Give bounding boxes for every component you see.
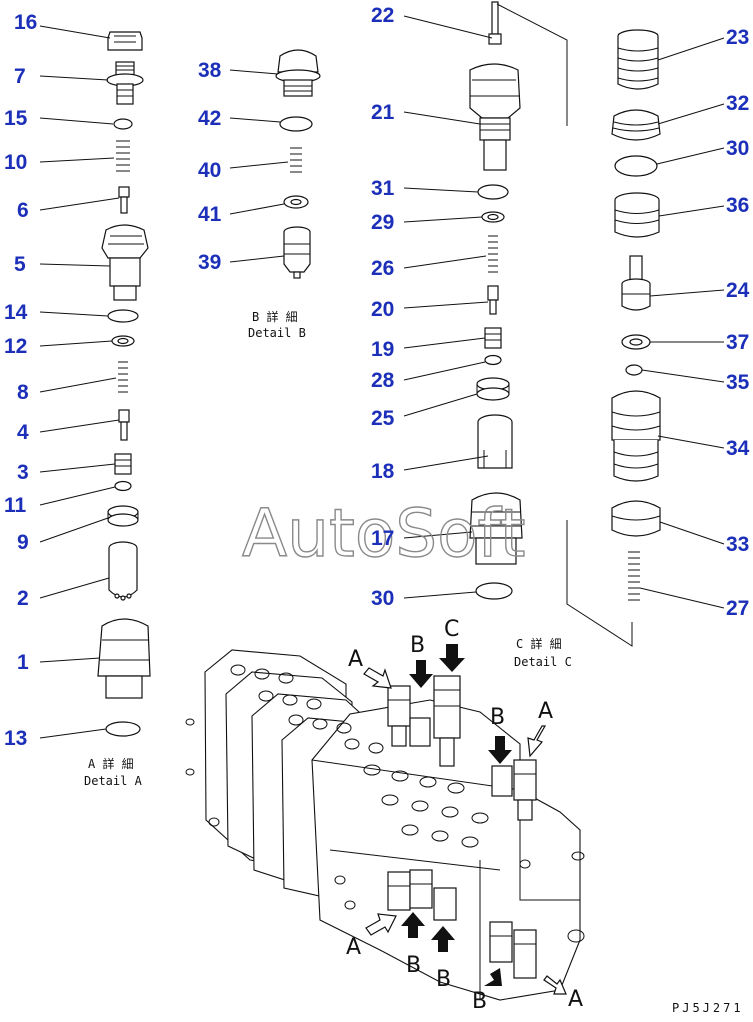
callout-37: 37 [726,331,749,354]
callout-11: 11 [4,494,27,517]
letter-c-1: C [444,617,459,642]
caption-detail-c-jp: C 詳 細 [516,636,562,651]
callout-22: 22 [371,4,394,27]
detail-c-bracket [496,3,633,647]
callout-10: 10 [4,151,27,174]
detail-b-parts [275,49,321,279]
letter-b-3: B [406,953,421,978]
callout-26: 26 [371,257,394,280]
callout-16: 16 [14,11,37,34]
letter-b-5: B [472,989,487,1014]
caption-detail-a-jp: A 詳 細 [88,756,134,771]
detail-a-parts [97,31,151,737]
callout-33: 33 [726,533,749,556]
callout-29: 29 [371,211,394,234]
detail-a-leaders [39,25,120,739]
letter-a-2: A [538,699,553,724]
letter-a-3: A [346,935,361,960]
drawing-code: PJ5J271 [672,1001,744,1015]
callout-25: 25 [371,407,395,430]
valve-assembly [185,649,585,1001]
letter-b-1: B [410,633,425,658]
callout-40: 40 [198,159,221,182]
callout-2: 2 [17,587,29,610]
detail-b-leaders [229,69,289,263]
callout-9: 9 [17,531,29,554]
caption-detail-b-jp: B 詳 細 [252,309,298,324]
callout-5: 5 [14,253,26,276]
callout-21: 21 [371,101,395,124]
callout-12: 12 [4,335,27,358]
callout-27: 27 [726,597,749,620]
callout-38: 38 [198,59,222,82]
assembly-letters: A B C B A A B B A B [346,617,583,1014]
callout-30: 30 [371,587,394,610]
callout-24: 24 [726,279,750,302]
callout-20: 20 [371,298,394,321]
detail-c-right-parts [611,29,661,601]
callout-32: 32 [726,92,749,115]
letter-b-2: B [490,705,505,730]
caption-detail-c-en: Detail C [514,655,572,669]
callout-23: 23 [726,26,749,49]
letter-b-4: B [436,967,451,992]
callout-30b: 30 [726,137,749,160]
callout-13: 13 [4,727,27,750]
watermark: AutoSoft [242,495,525,572]
letter-a-1: A [348,647,363,672]
callout-6: 6 [17,199,29,222]
callout-3: 3 [17,461,29,484]
callout-35: 35 [726,371,750,394]
callout-34: 34 [726,437,750,460]
callout-7: 7 [14,65,26,88]
caption-detail-b-en: Detail B [248,326,306,340]
callout-17: 17 [371,527,394,550]
callout-42: 42 [198,107,221,130]
callout-41: 41 [198,203,222,226]
callout-31: 31 [371,177,395,200]
installed-valves [387,675,537,979]
callout-8: 8 [17,381,29,404]
callout-15: 15 [4,107,28,130]
callout-28: 28 [371,369,395,392]
detail-captions: A 詳 細 Detail A B 詳 細 Detail B C 詳 細 Deta… [84,309,572,788]
bore-holes [185,664,585,943]
callout-numbers: 16 7 15 10 6 5 14 12 8 4 3 11 9 2 1 13 3… [4,4,750,750]
detail-c-center-leaders [403,15,493,599]
callout-36: 36 [726,194,749,217]
callout-1: 1 [17,651,29,674]
callout-4: 4 [17,421,29,444]
letter-a-4: A [568,987,583,1012]
callout-39: 39 [198,251,221,274]
assembly-arrows [363,644,567,995]
callout-18: 18 [371,460,395,483]
caption-detail-a-en: Detail A [84,774,143,788]
detail-c-right-leaders [639,37,725,609]
callout-19: 19 [371,338,394,361]
callout-14: 14 [4,301,28,324]
